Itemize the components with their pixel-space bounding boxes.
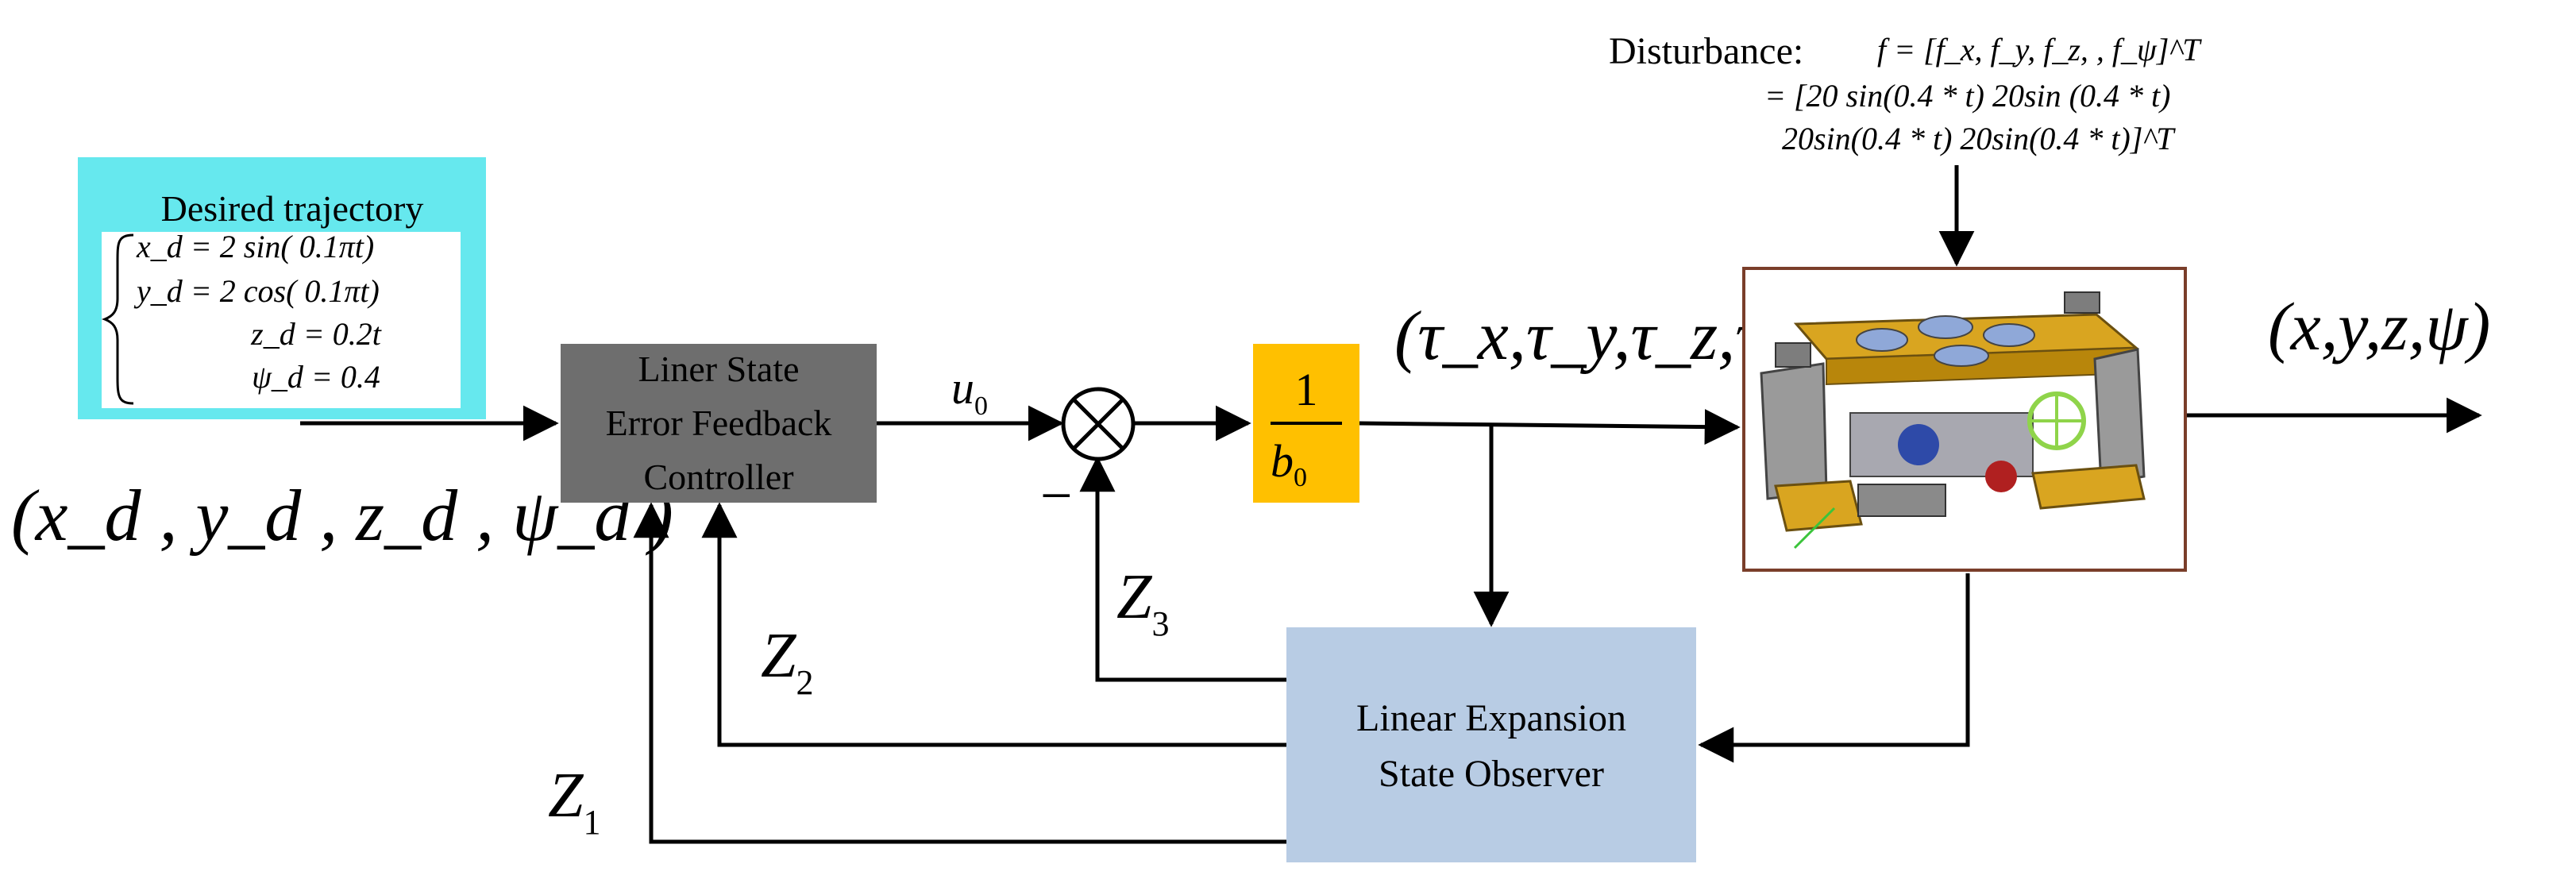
trajectory-eq-x: x_d = 2 sin( 0.1πt) bbox=[136, 229, 374, 264]
trajectory-eq-y: y_d = 2 cos( 0.1πt) bbox=[133, 273, 380, 309]
observer-block: Linear Expansion State Observer bbox=[1286, 627, 1696, 862]
trajectory-title: Desired trajectory bbox=[161, 188, 424, 229]
trajectory-brace bbox=[101, 233, 134, 405]
underwater-robot-icon bbox=[1742, 267, 2187, 572]
controller-label-line1: Liner State bbox=[638, 349, 799, 389]
controller-box bbox=[561, 344, 877, 503]
z2-symbol: Z bbox=[761, 621, 797, 691]
arrow-output-to-observer bbox=[1698, 573, 1970, 763]
disturbance-eq-line3: 20sin(0.4 * t) 20sin(0.4 * t)]^T bbox=[1782, 121, 2176, 156]
signal-lines bbox=[300, 165, 2482, 844]
u0-label: u0 bbox=[951, 362, 988, 421]
feedback-line-z2 bbox=[701, 502, 1286, 747]
trajectory-eq-z: z_d = 0.2t bbox=[250, 316, 382, 352]
z1-subscript: 1 bbox=[584, 803, 601, 842]
feedback-line-z1 bbox=[633, 502, 1286, 844]
z3-subscript: 3 bbox=[1152, 604, 1170, 643]
desired-trajectory-block: Desired trajectory x_d = 2 sin( 0.1πt) y… bbox=[78, 157, 486, 419]
controller-block: Liner State Error Feedback Controller bbox=[561, 344, 877, 503]
feedback-line-z3 bbox=[1079, 456, 1286, 682]
trajectory-eq-psi: ψ_d = 0.4 bbox=[252, 359, 380, 395]
observer-box bbox=[1286, 627, 1696, 862]
z1-label: Z1 bbox=[548, 761, 601, 842]
disturbance-label: Disturbance: bbox=[1609, 30, 1803, 72]
minus-sign: − bbox=[1040, 464, 1073, 527]
controller-label-line3: Controller bbox=[643, 457, 793, 497]
disturbance-eq-line2: = [20 sin(0.4 * t) 20sin (0.4 * t) bbox=[1764, 78, 2170, 114]
arrow-gain-to-robot bbox=[1359, 409, 1741, 445]
gain-numerator: 1 bbox=[1295, 364, 1318, 415]
z3-label: Z3 bbox=[1116, 562, 1170, 643]
z3-symbol: Z bbox=[1116, 562, 1153, 632]
u0-symbol: u bbox=[951, 362, 974, 414]
observer-label-line1: Linear Expansion bbox=[1356, 697, 1626, 739]
z2-label: Z2 bbox=[761, 621, 814, 702]
gain-denominator: b0 bbox=[1271, 435, 1307, 492]
b0-subscript: 0 bbox=[1294, 463, 1307, 492]
trajectory-box-inner bbox=[102, 232, 461, 408]
z1-symbol: Z bbox=[548, 761, 584, 831]
controller-label-line2: Error Feedback bbox=[606, 403, 832, 443]
z2-subscript: 2 bbox=[796, 663, 814, 702]
gain-block: 1 b0 bbox=[1253, 344, 1359, 503]
disturbance-eq-line1: f = [f_x, f_y, f_z, , f_ψ]^T bbox=[1877, 32, 2202, 67]
disturbance-block: Disturbance: f = [f_x, f_y, f_z, , f_ψ]^… bbox=[1609, 30, 2202, 156]
output-label: (x,y,z,ψ) bbox=[2268, 288, 2490, 364]
observer-label-line2: State Observer bbox=[1379, 753, 1604, 795]
b0-symbol: b bbox=[1271, 435, 1294, 487]
summing-junction bbox=[1061, 387, 1136, 461]
u0-subscript: 0 bbox=[974, 391, 988, 421]
